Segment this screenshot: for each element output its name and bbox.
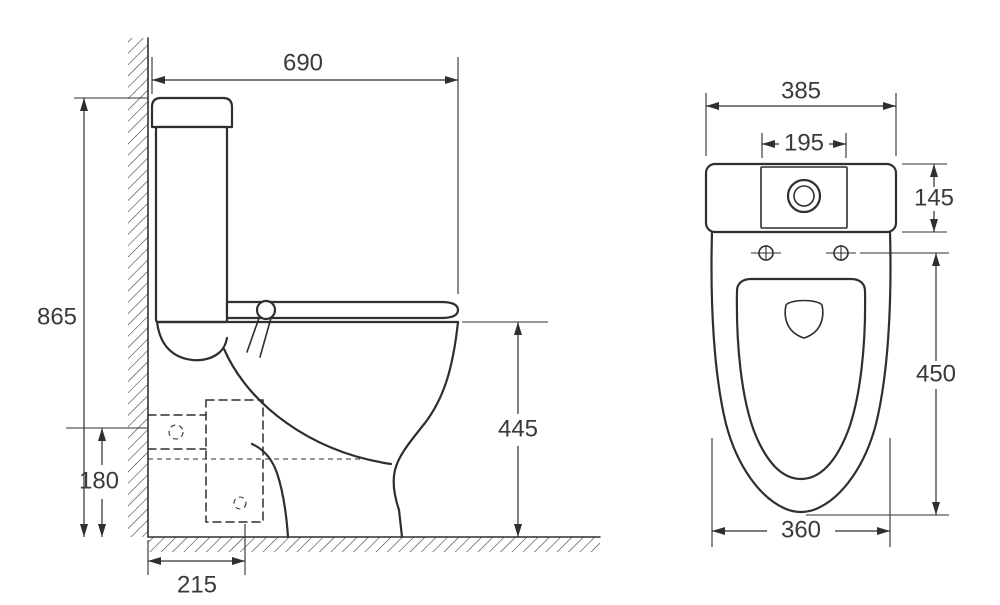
bowl-plan-outline — [710, 230, 892, 514]
side-view: 690 865 445 180 215 — [37, 37, 601, 598]
dim-overall-height-value: 865 — [37, 303, 77, 330]
button-panel-outline — [760, 166, 848, 229]
rim-back-curve — [155, 320, 229, 362]
bowl-front-profile — [392, 320, 460, 539]
wall-hatching — [128, 38, 148, 537]
seat-lid-profile — [225, 300, 460, 320]
dim-bowl-width-value: 360 — [781, 516, 821, 543]
wall-outlet-hole — [168, 424, 184, 440]
dim-outlet-height-value: 180 — [79, 467, 119, 494]
cistern-lid — [150, 96, 234, 129]
cistern-body — [154, 125, 229, 324]
water-spot-shape — [784, 299, 824, 339]
dim-overall-depth-value: 690 — [283, 49, 323, 76]
bowl-underside-curve — [222, 347, 393, 466]
hinge-bracket-line — [246, 317, 260, 353]
trapway-hidden-outline — [205, 399, 264, 523]
floor-hatching — [148, 537, 600, 552]
flush-button-outer — [786, 178, 822, 214]
fixing-hole — [233, 496, 247, 510]
cistern-top-outline — [704, 162, 898, 234]
dim-outlet-setout-value: 215 — [177, 571, 217, 598]
seat-opening-outline — [735, 277, 867, 481]
pedestal-back-profile — [250, 442, 290, 539]
hinge-bracket-line — [259, 317, 272, 358]
dim-cistern-depth-value: 145 — [914, 184, 954, 211]
flush-button-inner — [793, 185, 815, 207]
seat-hinge — [255, 299, 277, 321]
dim-cistern-width-value: 385 — [781, 77, 821, 104]
top-view: 385 195 145 450 360 — [704, 77, 956, 547]
dim-seat-length-value: 450 — [916, 360, 956, 387]
dim-seat-height-value: 445 — [498, 415, 538, 442]
dim-button-panel-value: 195 — [784, 129, 824, 156]
